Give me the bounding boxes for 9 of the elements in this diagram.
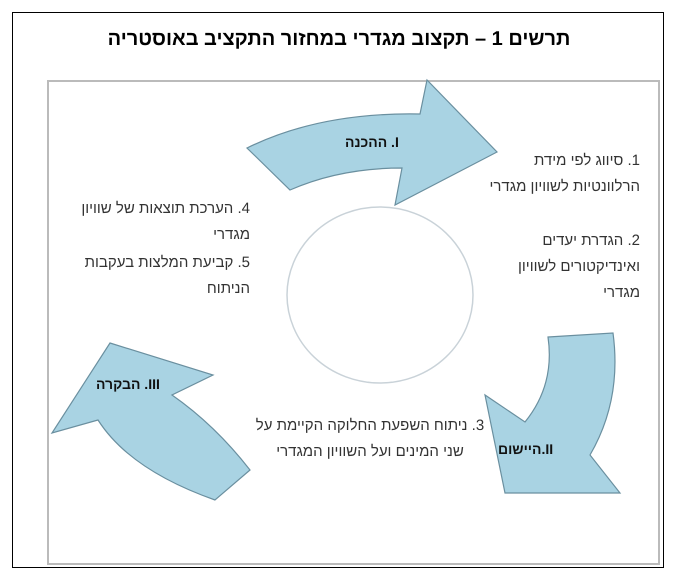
step-text: 4. הערכת תוצאות של שוויון מגדרי (80, 199, 250, 245)
stage-label: III. הבקרה (96, 376, 160, 392)
figure-title: תרשים 1 – תקצוב מגדרי במחזור התקציב באוסטריה (106, 28, 572, 51)
step-text: 2. הגדרת יעדים ואינדיקטורים לשוויון מגדרי (517, 231, 640, 303)
stage-label: I. ההכנה (345, 134, 399, 150)
step-text: 1. סיווג לפי מידת הרלוונטיות לשוויון מגדרי (488, 151, 640, 197)
step-text: 3. ניתוח השפעת החלוקה הקיימת על שני המינים ועל השוויון המגדרי (254, 416, 486, 462)
stage-label: II.היישום (498, 441, 554, 457)
step-text: 5. קביעת המלצות בעקבות הניתוח (84, 253, 250, 299)
